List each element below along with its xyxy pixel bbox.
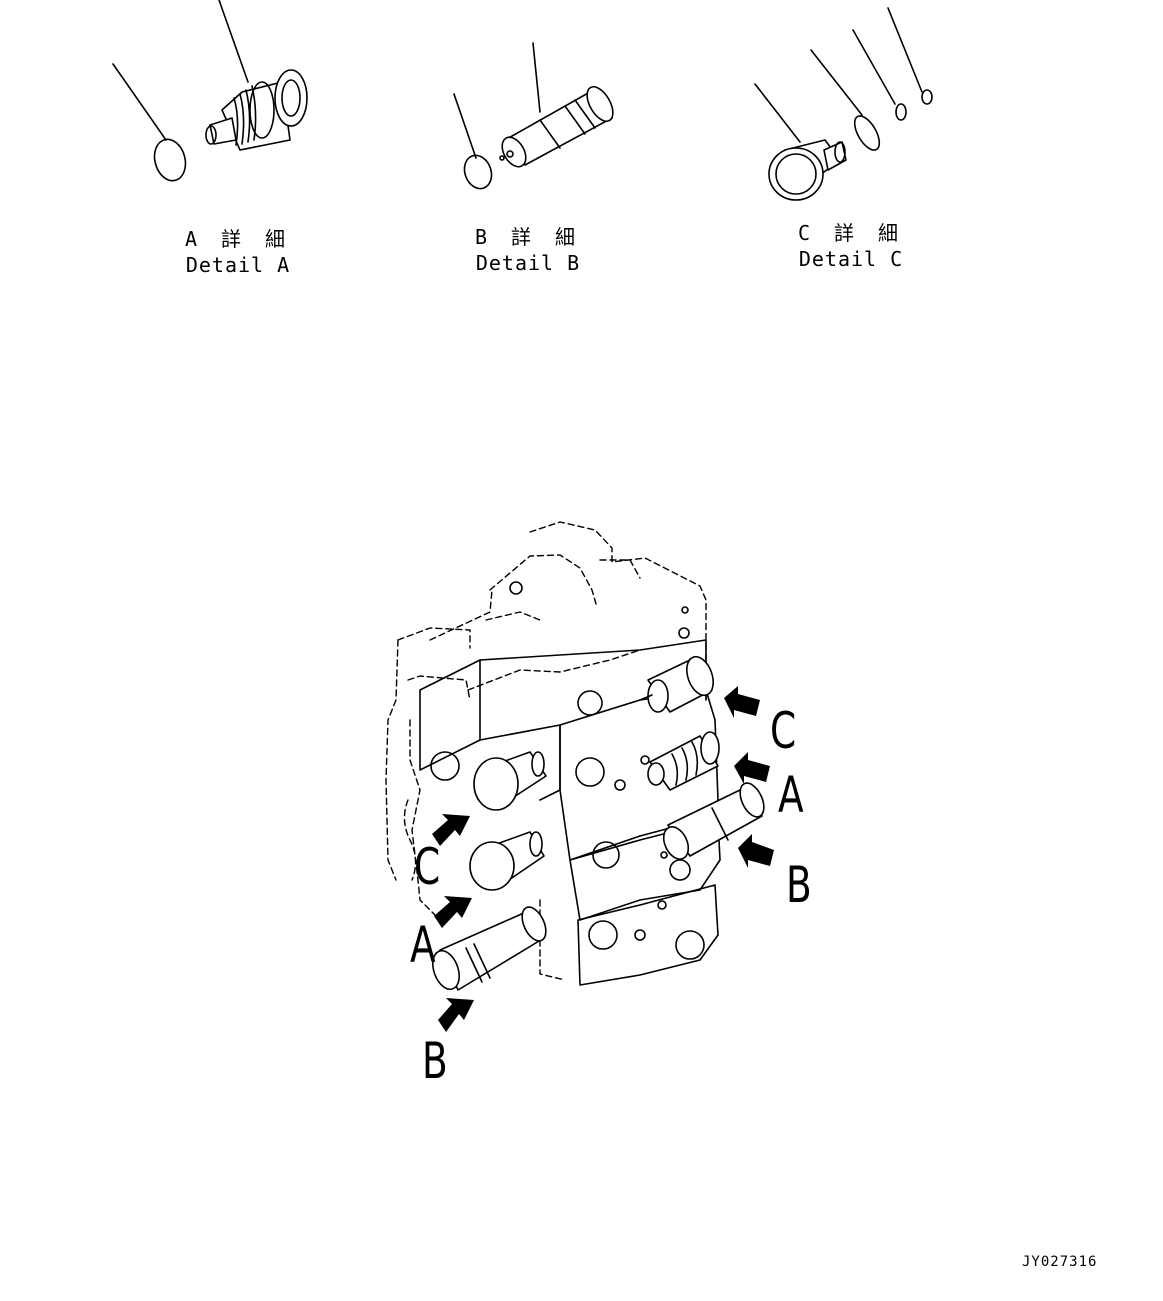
arrow-c-left [432, 814, 470, 846]
detail-a-label: A 詳 細 Detail A [176, 226, 300, 278]
mounted-valve-c-left [473, 751, 547, 811]
detail-b-part [453, 42, 614, 190]
detail-c-jp: C 詳 細 [797, 221, 905, 245]
mounted-valve-b-left [432, 906, 547, 991]
detail-a-part [112, 0, 308, 182]
detail-b-jp: B 詳 細 [474, 225, 582, 249]
mounted-valve-c-right [639, 655, 714, 713]
detail-c-part [754, 7, 933, 201]
control-valve-body [385, 521, 707, 981]
arrow-a-left [434, 896, 472, 928]
callout-right-a: A [778, 766, 804, 824]
mounted-valve-a-right [647, 731, 720, 791]
detail-a-jp: A 詳 細 [184, 227, 292, 251]
mounted-valve-a-left [469, 831, 545, 891]
detail-c-en: Detail C [798, 247, 904, 271]
mounted-valve-b-right [660, 782, 765, 860]
callout-right-b: B [786, 856, 812, 914]
detail-c-label: C 詳 細 Detail C [789, 220, 913, 272]
arrow-b-left [438, 998, 474, 1032]
detail-b-label: B 詳 細 Detail B [466, 224, 590, 276]
callout-arrows [432, 686, 774, 1032]
callout-left-c: C [414, 838, 441, 896]
callout-left-b: B [422, 1032, 448, 1090]
arrow-c-right [724, 686, 760, 718]
callout-right-c: C [770, 702, 797, 760]
arrow-b-right [738, 834, 774, 868]
drawing-code: JY027316 [1022, 1254, 1098, 1270]
arrow-a-right [734, 752, 770, 784]
detail-a-en: Detail A [185, 253, 291, 277]
detail-b-en: Detail B [475, 251, 581, 275]
callout-left-a: A [410, 916, 436, 974]
